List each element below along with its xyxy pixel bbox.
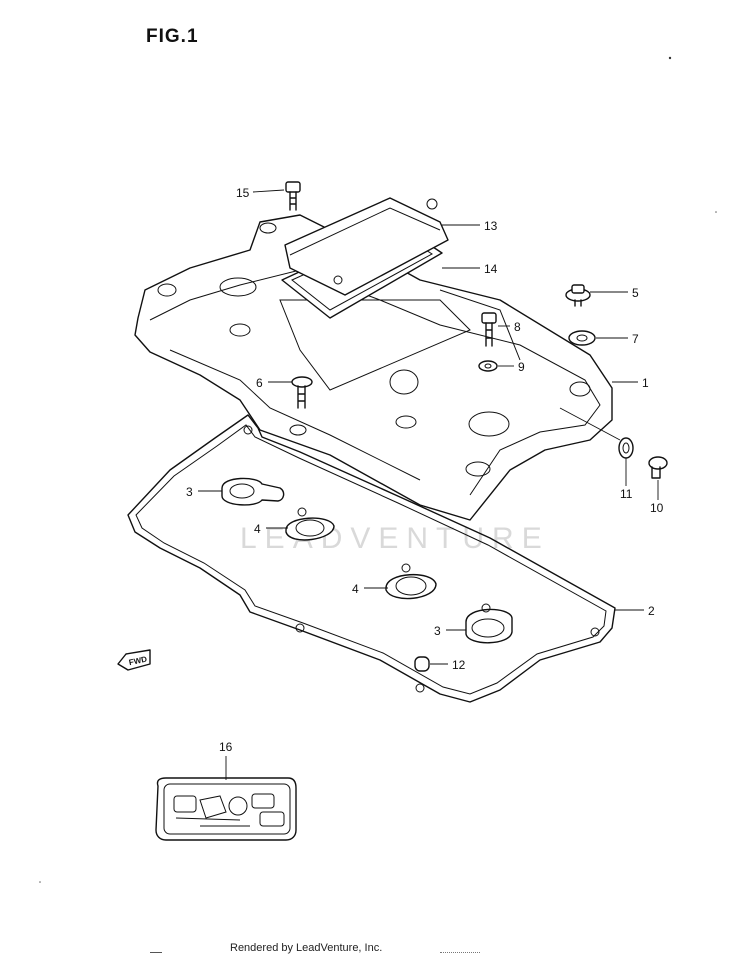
callout-8: 8	[514, 320, 521, 334]
callout-11: 11	[620, 487, 633, 501]
plug-hole-gasket-4b	[385, 563, 437, 600]
plug-hole-gasket-4a	[285, 507, 335, 541]
callout-14: 14	[484, 262, 498, 276]
washer-9	[478, 360, 498, 372]
bolt-5	[565, 284, 591, 307]
figure-title: FIG.1	[146, 26, 199, 47]
footer-dash-left	[150, 952, 162, 953]
leader-lines	[198, 189, 659, 780]
plug-hole-gasket-3b	[465, 603, 513, 644]
callout-9: 9	[518, 360, 525, 374]
grommet-7	[568, 330, 596, 346]
callout-13: 13	[484, 219, 498, 233]
cover-gasket	[127, 414, 616, 703]
plug-10	[648, 456, 668, 479]
callout-4a: 4	[254, 522, 261, 536]
bolt-15	[285, 181, 301, 211]
footer-dash-right	[440, 952, 480, 953]
dowel-pin-12	[414, 656, 430, 672]
footer-credit: Rendered by LeadVenture, Inc.	[230, 942, 383, 954]
callout-2: 2	[648, 604, 655, 618]
plug-hole-gasket-3a	[221, 477, 285, 506]
callout-12: 12	[452, 658, 466, 672]
gasket-ring-11	[618, 437, 634, 459]
breather-cover	[284, 197, 449, 296]
callout-4b: 4	[352, 582, 359, 596]
callout-10: 10	[650, 501, 664, 515]
bolt-8	[481, 312, 497, 347]
callout-7: 7	[632, 332, 639, 346]
callout-15: 15	[236, 186, 250, 200]
callout-1: 1	[642, 376, 649, 390]
callout-16: 16	[219, 740, 233, 754]
callout-6: 6	[256, 376, 263, 390]
callout-3b: 3	[434, 624, 441, 638]
fwd-text: FWD	[128, 655, 148, 668]
callout-3a: 3	[186, 485, 193, 499]
callout-5: 5	[632, 286, 639, 300]
gasket-set	[155, 777, 297, 841]
forward-arrow-marker: FWD	[117, 649, 151, 671]
